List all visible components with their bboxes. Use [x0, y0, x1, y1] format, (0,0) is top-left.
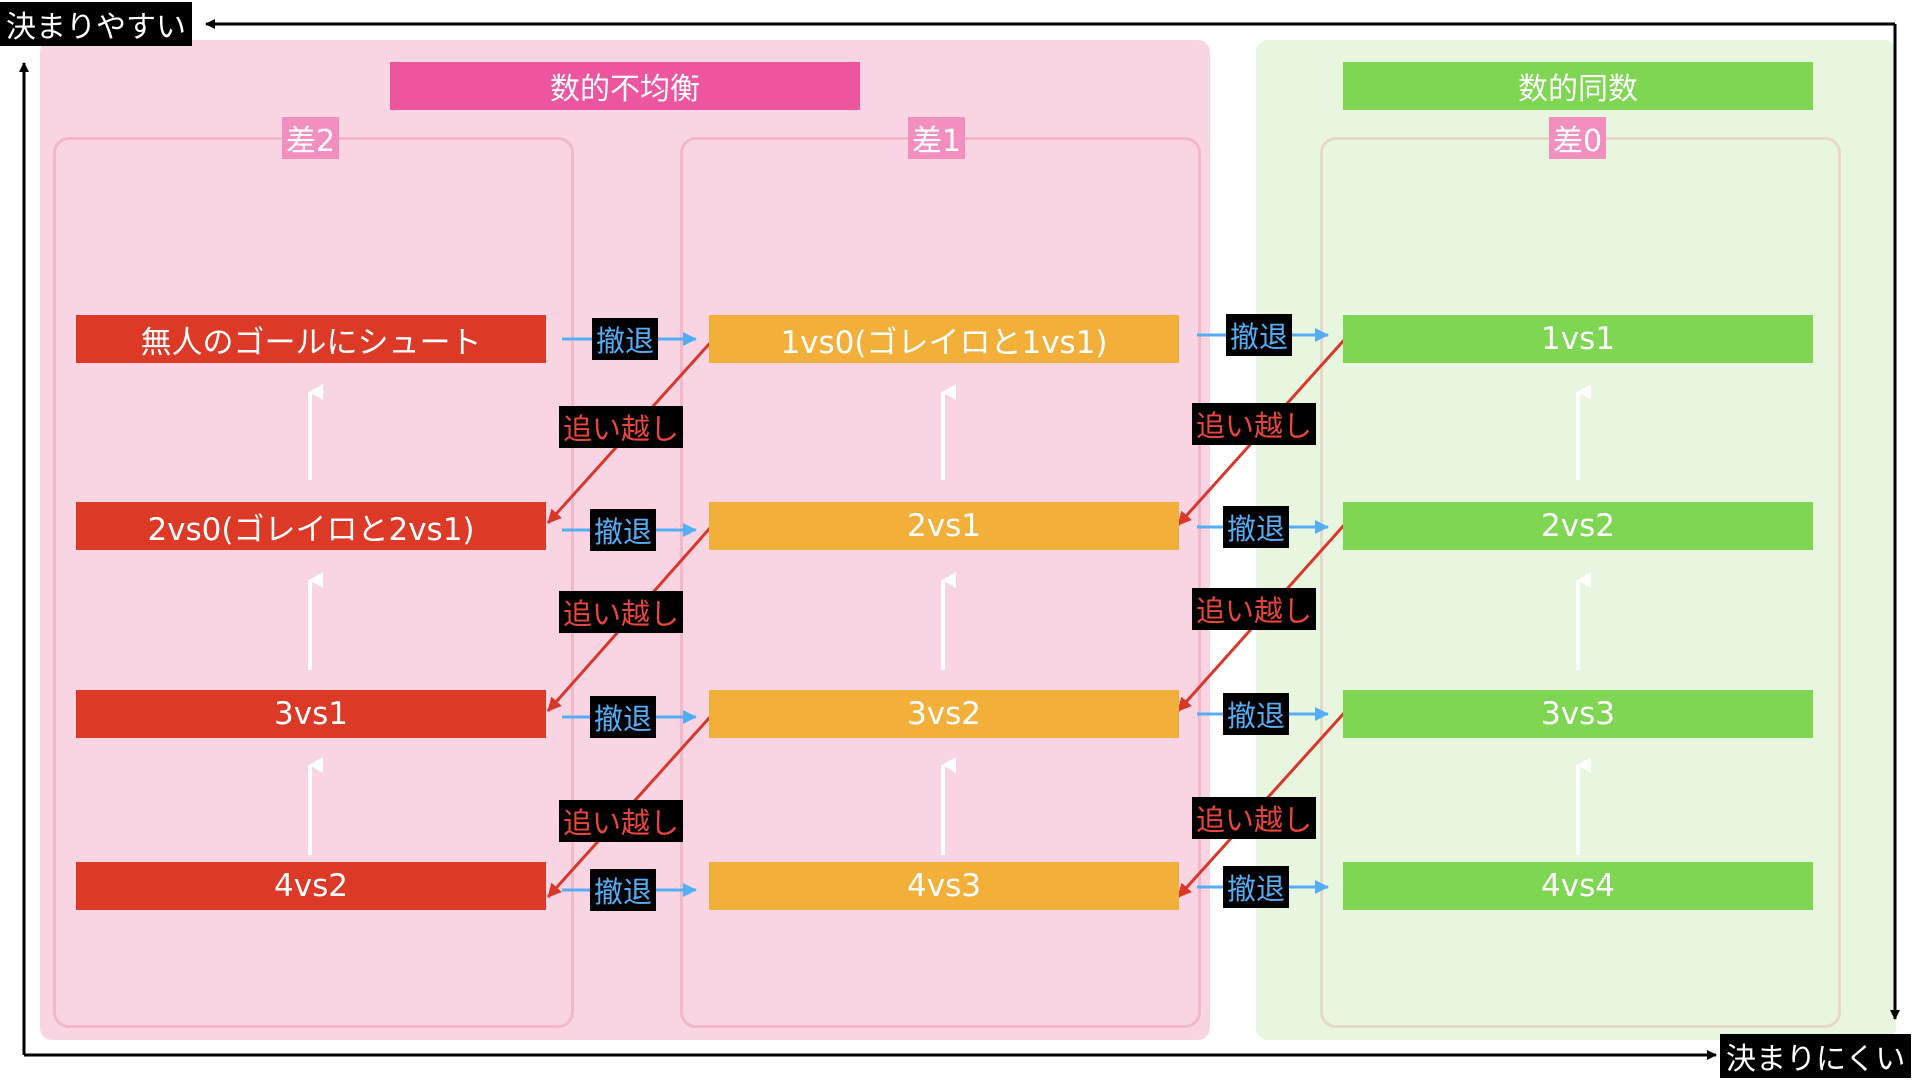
retreat-tag: 撤退 [592, 318, 659, 360]
node-diff2-3: 3vs1 [76, 690, 546, 738]
diff0-label: 差0 [1549, 117, 1607, 159]
node-diff1-3: 3vs2 [709, 690, 1179, 738]
overtake-tag: 追い越し [559, 591, 684, 633]
retreat-tag: 撤退 [1223, 866, 1290, 908]
equal-header: 数的同数 [1343, 62, 1813, 110]
node-diff2-2: 2vs0(ゴレイロと2vs1) [76, 502, 546, 550]
retreat-tag: 撤退 [590, 696, 657, 738]
retreat-tag: 撤退 [1223, 506, 1290, 548]
vertical-arrows [308, 384, 1591, 855]
node-diff0-2: 2vs2 [1343, 502, 1813, 550]
overtake-tag: 追い越し [1192, 588, 1317, 630]
diff1-label: 差1 [908, 117, 966, 159]
overtake-tag: 追い越し [559, 406, 684, 448]
retreat-tag: 撤退 [590, 869, 657, 911]
node-diff1-4: 4vs3 [709, 862, 1179, 910]
overtake-tag: 追い越し [1192, 797, 1317, 839]
retreat-tag: 撤退 [1223, 693, 1290, 735]
easy-to-score-label: 決まりやすい [0, 2, 192, 46]
node-diff2-1: 無人のゴールにシュート [76, 315, 546, 363]
diff2-label: 差2 [282, 117, 340, 159]
node-diff1-2: 2vs1 [709, 502, 1179, 550]
outer-frame [19, 19, 1900, 1060]
node-diff0-4: 4vs4 [1343, 862, 1813, 910]
retreat-tag: 撤退 [1226, 314, 1293, 356]
retreat-tag: 撤退 [590, 509, 657, 551]
overtake-tag: 追い越し [1192, 403, 1317, 445]
node-diff0-1: 1vs1 [1343, 315, 1813, 363]
node-diff0-3: 3vs3 [1343, 690, 1813, 738]
overtake-tag: 追い越し [559, 800, 684, 842]
node-diff2-4: 4vs2 [76, 862, 546, 910]
hard-to-score-label: 決まりにくい [1720, 1034, 1912, 1078]
imbalance-header: 数的不均衡 [390, 62, 860, 110]
node-diff1-1: 1vs0(ゴレイロと1vs1) [709, 315, 1179, 363]
